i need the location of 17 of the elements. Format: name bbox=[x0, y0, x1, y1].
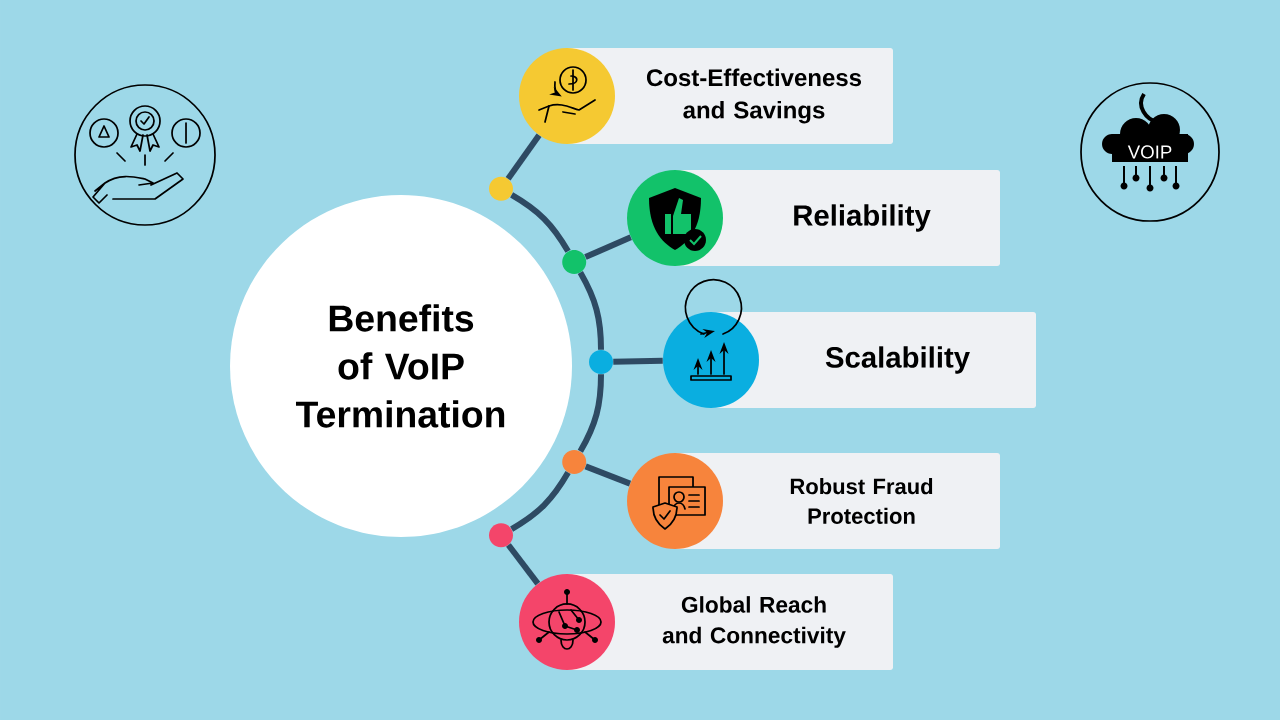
connector-line bbox=[505, 133, 542, 181]
connector-dot bbox=[562, 250, 587, 274]
connector-line bbox=[613, 357, 663, 365]
icon-circle bbox=[663, 312, 759, 408]
connector-line bbox=[584, 234, 632, 260]
connector-line bbox=[577, 271, 604, 350]
connector-line bbox=[510, 471, 571, 532]
connector-dot bbox=[489, 523, 513, 548]
connector-line bbox=[510, 192, 571, 253]
connector-dot bbox=[589, 350, 613, 374]
connector-line bbox=[577, 374, 604, 453]
connector-dot bbox=[562, 450, 587, 474]
icon-circle bbox=[519, 48, 615, 144]
connector-dot bbox=[489, 176, 513, 201]
connector-line bbox=[506, 543, 541, 586]
icon-circle bbox=[519, 574, 615, 670]
connector-line bbox=[584, 463, 632, 487]
